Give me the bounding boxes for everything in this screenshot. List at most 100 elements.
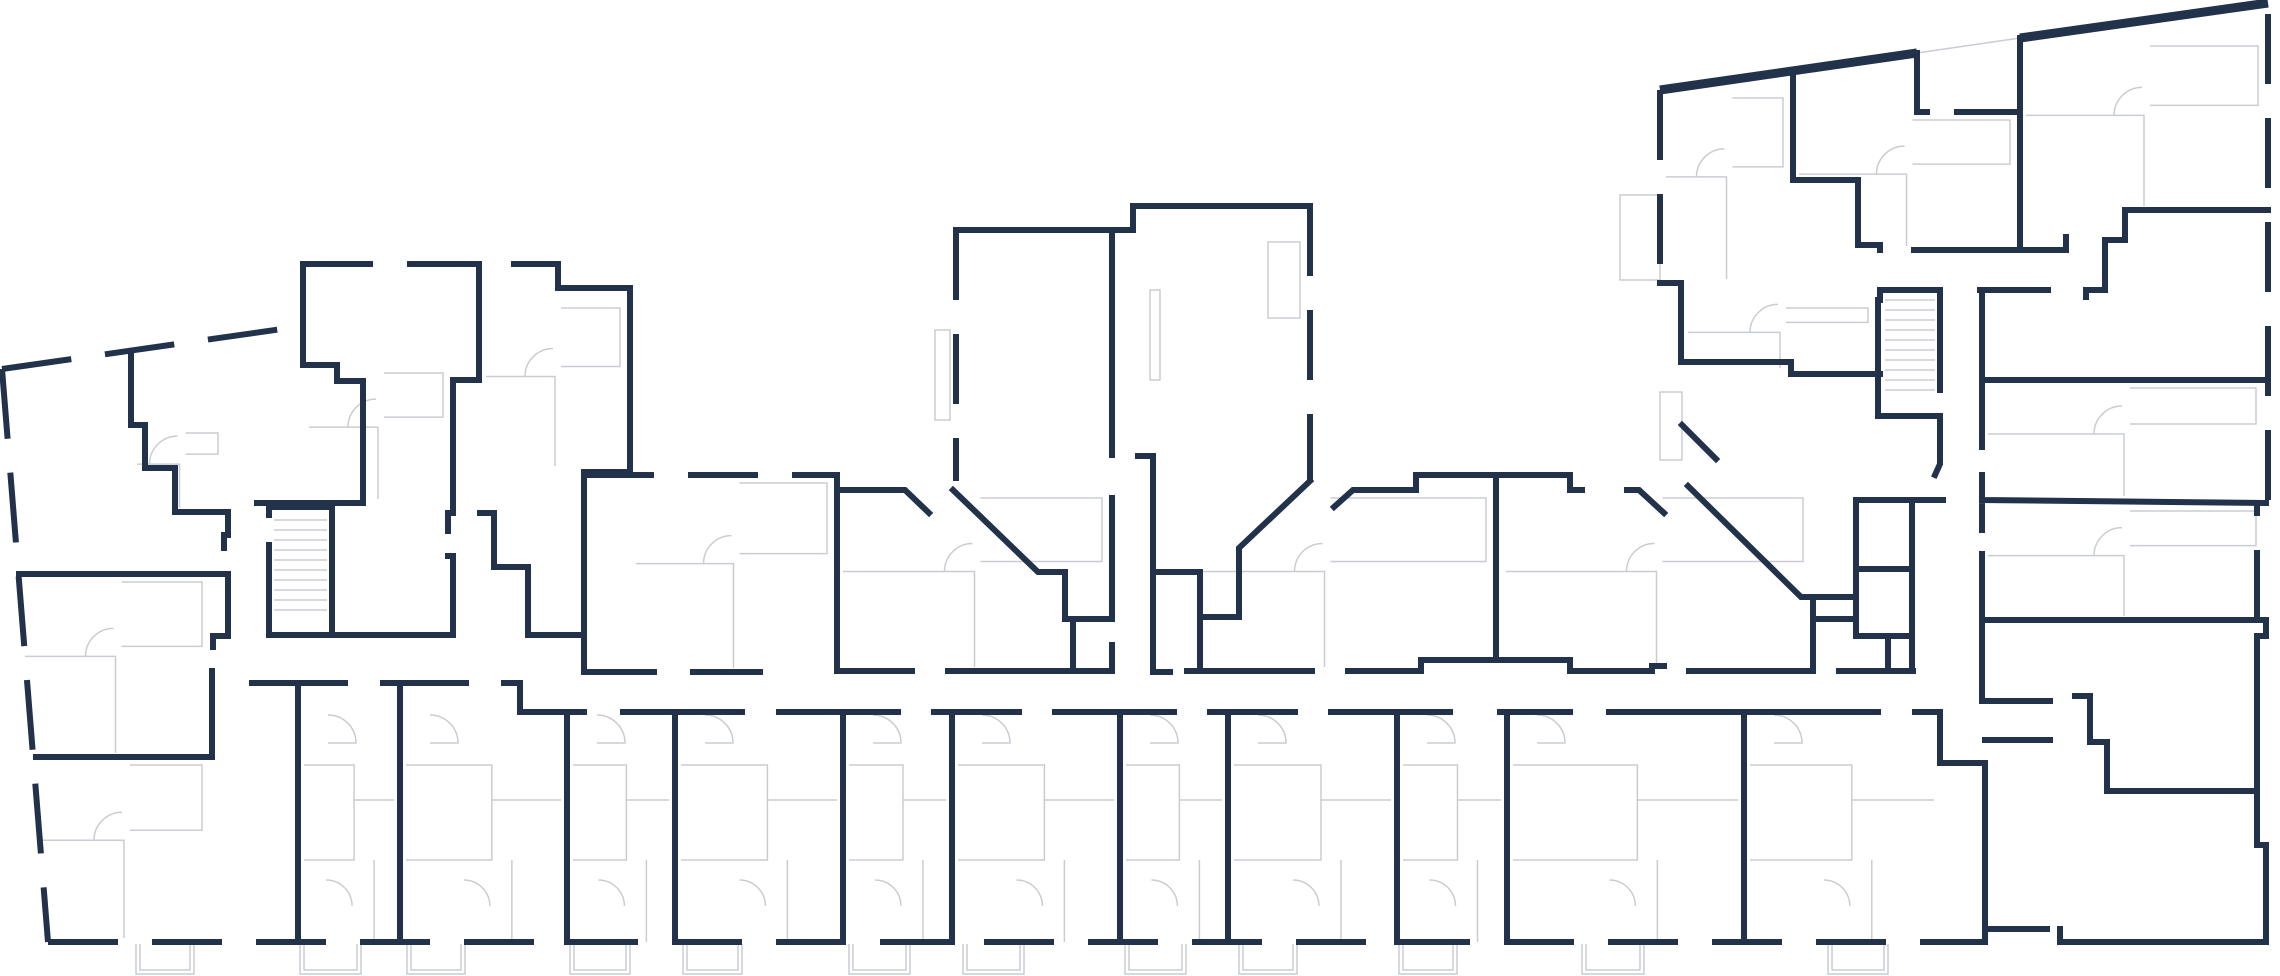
balcony	[406, 944, 466, 975]
bathroom-partition	[1126, 764, 1181, 861]
door-swing	[1429, 879, 1457, 907]
wall	[16, 571, 231, 760]
bathroom-partition	[1234, 764, 1322, 861]
wall	[254, 323, 366, 506]
window-bay	[934, 329, 951, 421]
bathroom-partition	[1403, 764, 1459, 861]
closet-outline	[121, 581, 203, 648]
door-swing	[981, 714, 1011, 744]
closet-outline	[384, 372, 444, 418]
door-swing	[943, 542, 973, 572]
bathroom-partition	[1513, 764, 1639, 861]
door-swing	[739, 879, 767, 907]
room-partition	[1666, 176, 1728, 279]
interior-walls	[16, 35, 2271, 945]
wall	[1790, 35, 2069, 253]
door-swing	[2093, 526, 2123, 556]
door-swing	[2113, 86, 2143, 116]
wall	[266, 261, 482, 638]
room-partition	[1851, 799, 1934, 942]
door-swing	[874, 879, 902, 907]
door-swing	[429, 714, 459, 744]
closet-outline	[980, 497, 1103, 563]
door-swing	[463, 879, 491, 907]
room-partition	[843, 570, 976, 667]
door-swing	[872, 714, 902, 744]
closet-outline	[1786, 307, 1869, 324]
door-swing	[148, 435, 178, 465]
exterior-wall-north-center	[584, 90, 1663, 481]
door-swing	[1151, 879, 1179, 907]
bathroom-partition	[1750, 764, 1853, 861]
bathroom-partition	[304, 764, 355, 861]
room-partition	[902, 799, 946, 942]
bathroom-partition	[849, 764, 904, 861]
bathroom-partition	[573, 764, 628, 861]
balcony	[1124, 944, 1187, 975]
door-swing	[1426, 714, 1456, 744]
door-swing	[524, 347, 554, 377]
exterior-wall-northeast	[1659, 0, 2269, 95]
balcony	[682, 944, 743, 975]
closet-outline	[1912, 119, 2011, 165]
room-partition	[767, 799, 837, 942]
interior-details	[25, 45, 2259, 975]
room-partition	[1988, 554, 2125, 616]
door-swing	[702, 534, 732, 564]
room-partition	[1320, 799, 1391, 942]
wall	[128, 349, 231, 551]
closet-outline	[185, 432, 219, 455]
exterior-walls	[0, 0, 2271, 945]
bathroom-partition	[681, 764, 769, 861]
exterior-wall-east	[2254, 3, 2271, 620]
room-partition	[309, 426, 379, 499]
door-swing	[1823, 879, 1851, 907]
wall	[834, 203, 1313, 674]
closet-outline	[2150, 45, 2259, 107]
exterior-wall-southeast	[1982, 617, 2269, 945]
room-partition	[2026, 114, 2145, 206]
closet-outline	[561, 307, 621, 368]
room-partition	[1044, 799, 1114, 942]
balcony	[569, 944, 631, 975]
room-partition	[137, 463, 181, 508]
door-swing	[1257, 714, 1287, 744]
room-partition	[626, 799, 669, 942]
door-swing	[326, 879, 353, 907]
door-swing	[1016, 879, 1044, 907]
balcony	[135, 944, 195, 975]
door-swing	[327, 714, 357, 744]
bathroom-partition	[406, 764, 493, 861]
wall	[1657, 280, 1943, 479]
unit-demising-walls	[295, 680, 1747, 945]
door-swing	[347, 398, 377, 428]
door-swing	[598, 879, 626, 907]
closet-outline	[2130, 387, 2257, 425]
wall	[1877, 207, 2271, 704]
door-swing	[1293, 542, 1323, 572]
door-swing	[1625, 542, 1655, 572]
window-bay	[1619, 194, 1661, 281]
room-partition	[486, 375, 556, 466]
room-partition	[1637, 799, 1738, 942]
door-swing	[84, 627, 114, 657]
exterior-wall-west	[0, 368, 51, 943]
door-swing	[1609, 879, 1637, 907]
balcony	[1581, 944, 1645, 975]
room-partition	[354, 799, 394, 942]
door-swing	[1773, 714, 1803, 744]
balcony	[299, 944, 362, 975]
bathroom-partition	[958, 764, 1046, 861]
closet-outline	[1662, 497, 1804, 563]
balcony	[1398, 944, 1458, 975]
exterior-wall-gap	[1916, 37, 2021, 54]
door-swing	[2093, 405, 2123, 435]
balcony	[1238, 944, 1298, 975]
window-bay	[1149, 289, 1161, 381]
room-partition	[1688, 331, 1781, 368]
wall	[581, 472, 763, 675]
balcony	[1827, 944, 1889, 975]
window-bay	[1267, 241, 1301, 319]
closet-outline	[2130, 510, 2257, 547]
